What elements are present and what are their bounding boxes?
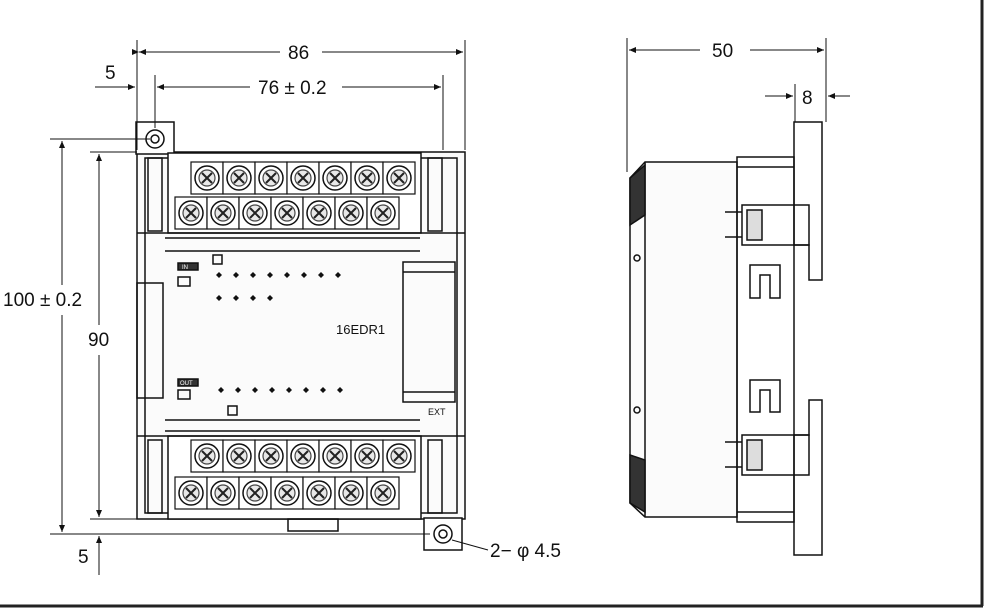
in-label: IN (182, 265, 188, 271)
led-dot (250, 272, 256, 278)
screw-bottom-upper (222, 439, 256, 473)
side-view (629, 121, 823, 556)
right-side-clip (402, 261, 456, 403)
led-dot (301, 272, 307, 278)
din-rail-flange (793, 121, 823, 281)
screw-top-lower (366, 196, 400, 230)
din-clip (287, 518, 339, 532)
out-label: OUT (180, 381, 193, 387)
screw-bottom-upper (350, 439, 384, 473)
dim-depth-50: 50 (712, 41, 733, 62)
led-dot (284, 272, 290, 278)
model-label: 16EDR1 (336, 322, 385, 337)
led-dot (320, 387, 326, 393)
screw-bottom-upper (318, 439, 352, 473)
screw-bottom-lower (238, 476, 272, 510)
dim-holes: 2− φ 4.5 (490, 541, 561, 562)
led-dot (233, 272, 239, 278)
dim-bottom-5: 5 (78, 547, 89, 568)
terminal-screws (174, 161, 416, 510)
led-dot (269, 387, 275, 393)
screw-top-upper (382, 161, 416, 195)
led-dot (218, 387, 224, 393)
side-backplate (736, 156, 795, 523)
screw-top-lower (334, 196, 368, 230)
dim-left-5: 5 (105, 63, 116, 84)
dim-width-86: 86 (288, 43, 309, 64)
led-dot (216, 272, 222, 278)
dim-height-100: 100 ± 0.2 (3, 290, 82, 311)
screw-top-upper (318, 161, 352, 195)
screw-top-lower (302, 196, 336, 230)
screw-top-lower (238, 196, 272, 230)
left-side-clip (136, 282, 164, 399)
screw-bottom-lower (366, 476, 400, 510)
screw-top-lower (174, 196, 208, 230)
led-dot (337, 387, 343, 393)
bottom-mount-ear (423, 517, 463, 551)
screw-bottom-upper (382, 439, 416, 473)
led-dot (250, 295, 256, 301)
led-dot (318, 272, 324, 278)
dim-pitch-76: 76 ± 0.2 (258, 78, 327, 99)
screw-bottom-lower (174, 476, 208, 510)
screw-top-lower (206, 196, 240, 230)
screw-top-upper (286, 161, 320, 195)
screw-bottom-upper (254, 439, 288, 473)
screw-bottom-lower (334, 476, 368, 510)
ext-label: EXT (428, 407, 446, 417)
dim-flange-8: 8 (802, 88, 813, 109)
led-indicators (216, 272, 343, 393)
screw-bottom-lower (302, 476, 336, 510)
led-dot (303, 387, 309, 393)
screw-top-upper (350, 161, 384, 195)
front-dimension-lines (50, 40, 489, 575)
screw-bottom-lower (206, 476, 240, 510)
led-dot (267, 295, 273, 301)
led-dot (252, 387, 258, 393)
side-dimension-lines (626, 38, 850, 172)
side-body (629, 161, 738, 518)
screw-top-upper (254, 161, 288, 195)
led-dot (233, 295, 239, 301)
screw-bottom-lower (270, 476, 304, 510)
screw-top-upper (190, 161, 224, 195)
dim-height-90: 90 (88, 330, 109, 351)
led-dot (267, 272, 273, 278)
screw-top-lower (270, 196, 304, 230)
screw-bottom-upper (286, 439, 320, 473)
led-dot (335, 272, 341, 278)
screw-top-upper (222, 161, 256, 195)
led-dot (216, 295, 222, 301)
led-dot (235, 387, 241, 393)
screw-bottom-upper (190, 439, 224, 473)
led-dot (286, 387, 292, 393)
